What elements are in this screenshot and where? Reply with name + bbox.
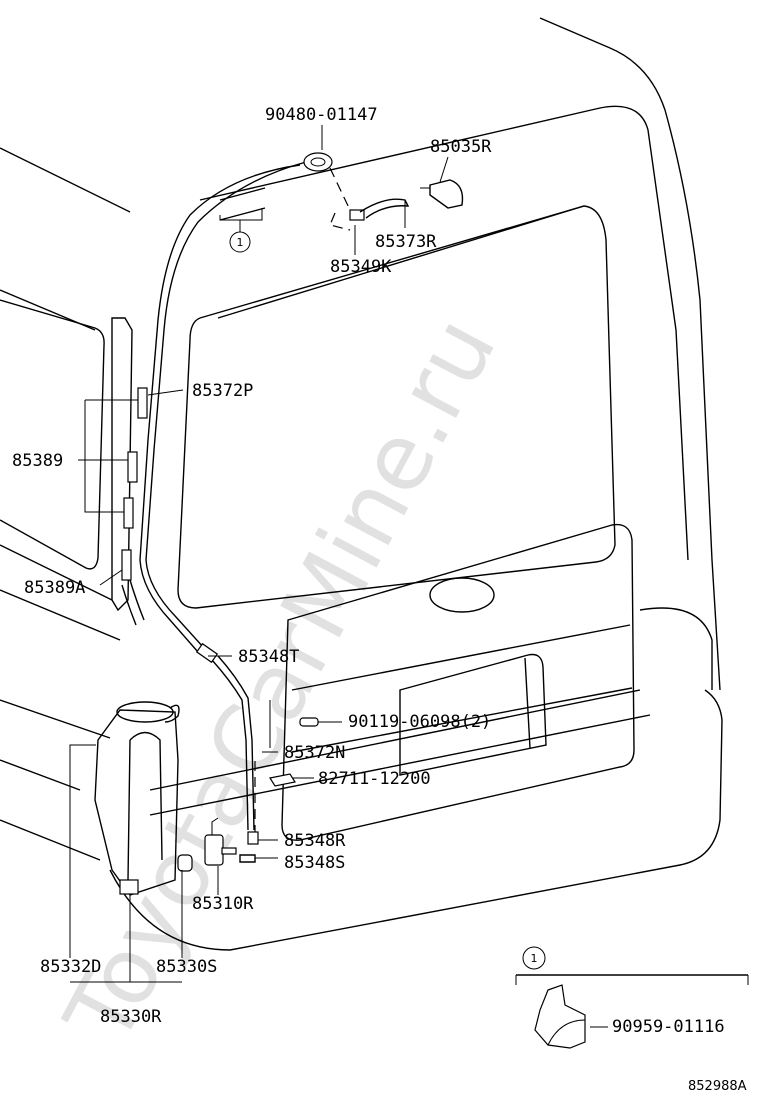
label-85330s: 85330S [156,957,217,977]
label-85372n: 85372N [284,743,345,763]
label-85310r: 85310R [192,894,254,914]
label-90480-01147: 90480-01147 [265,105,378,125]
label-85389a: 85389A [24,578,85,598]
label-85349k: 85349K [330,257,392,277]
washer-pump [204,817,237,866]
label-85348s: 85348S [284,853,345,873]
callout-1-top-text: 1 [237,236,244,249]
watermark: ToyotaCarMine.ru [44,300,516,1061]
label-85373r: 85373R [375,232,437,252]
figure-code: 852988A [688,1079,747,1094]
rear-nozzle-group [219,152,464,231]
inset-clip-detail: 1 [515,946,749,1049]
label-85389: 85389 [12,451,63,471]
washer-tank [94,701,193,896]
label-85372p: 85372P [192,381,253,401]
vehicle-body [0,17,723,951]
label-85348t: 85348T [238,647,299,667]
label-82711-12200: 82711-12200 [318,769,431,789]
leader-lines [69,125,449,983]
label-90959-01116: 90959-01116 [612,1017,725,1037]
label-85332d: 85332D [40,957,101,977]
callout-1-top: 1 [229,231,251,253]
label-85330r: 85330R [100,1007,162,1027]
label-85035r: 85035R [430,137,492,157]
label-85348r: 85348R [284,831,346,851]
callout-1-inset-text: 1 [531,952,538,965]
washer-hoses [121,161,307,863]
hose-clamps [121,387,148,581]
part-labels: 90480-01147 85035R 85373R 85349K 85372P … [12,105,747,1094]
emblem [429,577,495,613]
label-90119-06098: 90119-06098(2) [348,712,491,732]
bolt-and-clip [269,717,319,787]
